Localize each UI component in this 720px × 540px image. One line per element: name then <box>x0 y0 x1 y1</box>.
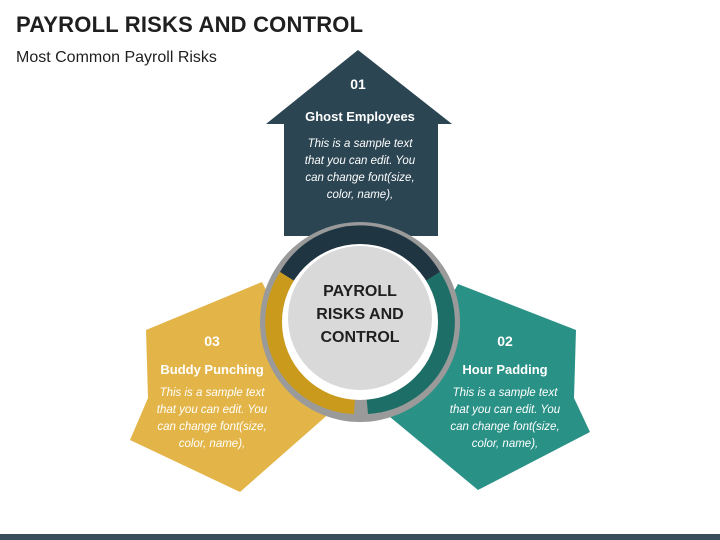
center-line-1: PAYROLL <box>323 283 397 300</box>
item-03-desc-line-1: This is a sample text <box>159 387 265 399</box>
item-02-desc-line-3: can change font(size, <box>450 421 560 433</box>
center-line-2: RISKS AND <box>316 306 404 323</box>
center-line-3: CONTROL <box>320 329 400 346</box>
item-01-number: 01 <box>350 76 366 92</box>
arrow-02-shape <box>372 284 590 490</box>
item-02-desc-line-2: that you can edit. You <box>449 404 561 416</box>
item-01-description: This is a sample text that you can edit.… <box>280 136 440 204</box>
item-03-heading: Buddy Punching <box>160 362 264 377</box>
item-02-number: 02 <box>497 333 513 349</box>
page-title: PAYROLL RISKS AND CONTROL <box>16 12 364 37</box>
item-01-desc-line-4: color, name), <box>326 189 394 201</box>
bottom-bar <box>0 534 720 540</box>
item-01-heading: Ghost Employees <box>305 109 415 124</box>
item-02-description: This is a sample text that you can edit.… <box>425 385 585 453</box>
item-03-desc-line-3: can change font(size, <box>157 421 267 433</box>
item-02-heading: Hour Padding <box>462 362 548 377</box>
item-01-desc-line-2: that you can edit. You <box>304 155 416 167</box>
center-disc <box>288 246 432 390</box>
center-label: PAYROLL RISKS AND CONTROL <box>295 280 425 349</box>
item-01-desc-line-1: This is a sample text <box>307 138 413 150</box>
page-subtitle: Most Common Payroll Risks <box>16 49 217 66</box>
item-03-desc-line-4: color, name), <box>178 438 246 450</box>
arrow-01-shape <box>266 50 452 236</box>
item-03-number: 03 <box>204 333 220 349</box>
item-03-desc-line-2: that you can edit. You <box>156 404 268 416</box>
item-03-description: This is a sample text that you can edit.… <box>132 385 292 453</box>
item-02-desc-line-1: This is a sample text <box>452 387 558 399</box>
item-01-desc-line-3: can change font(size, <box>305 172 415 184</box>
item-02-desc-line-4: color, name), <box>471 438 539 450</box>
